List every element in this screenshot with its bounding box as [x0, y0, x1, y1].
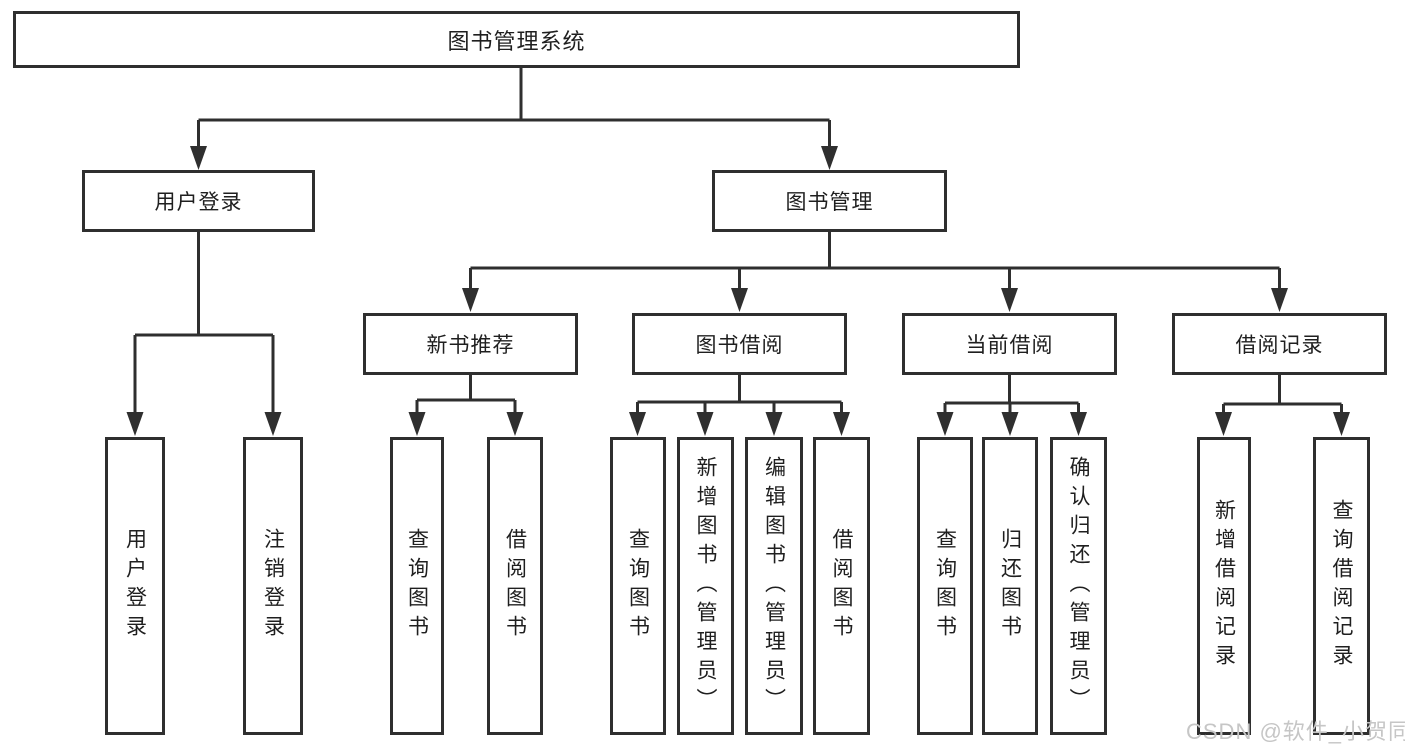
- leaf-query-borrow-record: 查询借阅记录: [1313, 437, 1370, 735]
- node-new-book-recommend: 新书推荐: [363, 313, 578, 375]
- connector-book-borrow-to-leaves: [636, 374, 843, 416]
- leaf-add-books-admin: 新增图书（管理员）: [677, 437, 734, 735]
- leaf-query-books-current: 查询图书: [917, 437, 973, 735]
- node-library-management-system: 图书管理系统: [13, 11, 1020, 68]
- arrowheads-new-book-recommend: [408, 412, 524, 436]
- leaf-query-books-recommend: 查询图书: [390, 437, 444, 735]
- leaf-borrow-books: 借阅图书: [813, 437, 870, 735]
- leaf-confirm-return-admin: 确认归还（管理员）: [1050, 437, 1107, 735]
- connector-root-to-level2: [197, 66, 831, 150]
- arrowheads-current-borrow: [936, 412, 1087, 436]
- csdn-watermark: CSDN @软件_小贺同学: [1186, 719, 1405, 744]
- connector-book-management-to-level3: [469, 230, 1281, 292]
- connector-new-book-recommend-to-leaves: [415, 374, 517, 416]
- node-book-management: 图书管理: [712, 170, 947, 232]
- node-borrow-records: 借阅记录: [1172, 313, 1387, 375]
- leaf-query-books-borrow: 查询图书: [610, 437, 666, 735]
- leaf-edit-books-admin: 编辑图书（管理员）: [745, 437, 803, 735]
- leaf-logout: 注销登录: [243, 437, 303, 735]
- arrowheads-level2: [190, 146, 838, 170]
- connector-borrow-records-to-leaves: [1222, 374, 1343, 416]
- arrowheads-user-login-leaves: [126, 412, 282, 436]
- leaf-add-borrow-record: 新增借阅记录: [1197, 437, 1251, 735]
- node-book-borrow: 图书借阅: [632, 313, 847, 375]
- node-current-borrow: 当前借阅: [902, 313, 1117, 375]
- node-user-login: 用户登录: [82, 170, 315, 232]
- connector-user-login-to-leaves: [133, 231, 275, 416]
- connector-current-borrow-to-leaves: [943, 374, 1080, 416]
- leaf-return-books: 归还图书: [982, 437, 1038, 735]
- arrowheads-borrow-records: [1215, 412, 1350, 436]
- leaf-borrow-books-recommend: 借阅图书: [487, 437, 543, 735]
- leaf-user-login: 用户登录: [105, 437, 165, 735]
- arrowheads-book-borrow: [629, 412, 850, 436]
- arrowheads-level3: [462, 288, 1288, 312]
